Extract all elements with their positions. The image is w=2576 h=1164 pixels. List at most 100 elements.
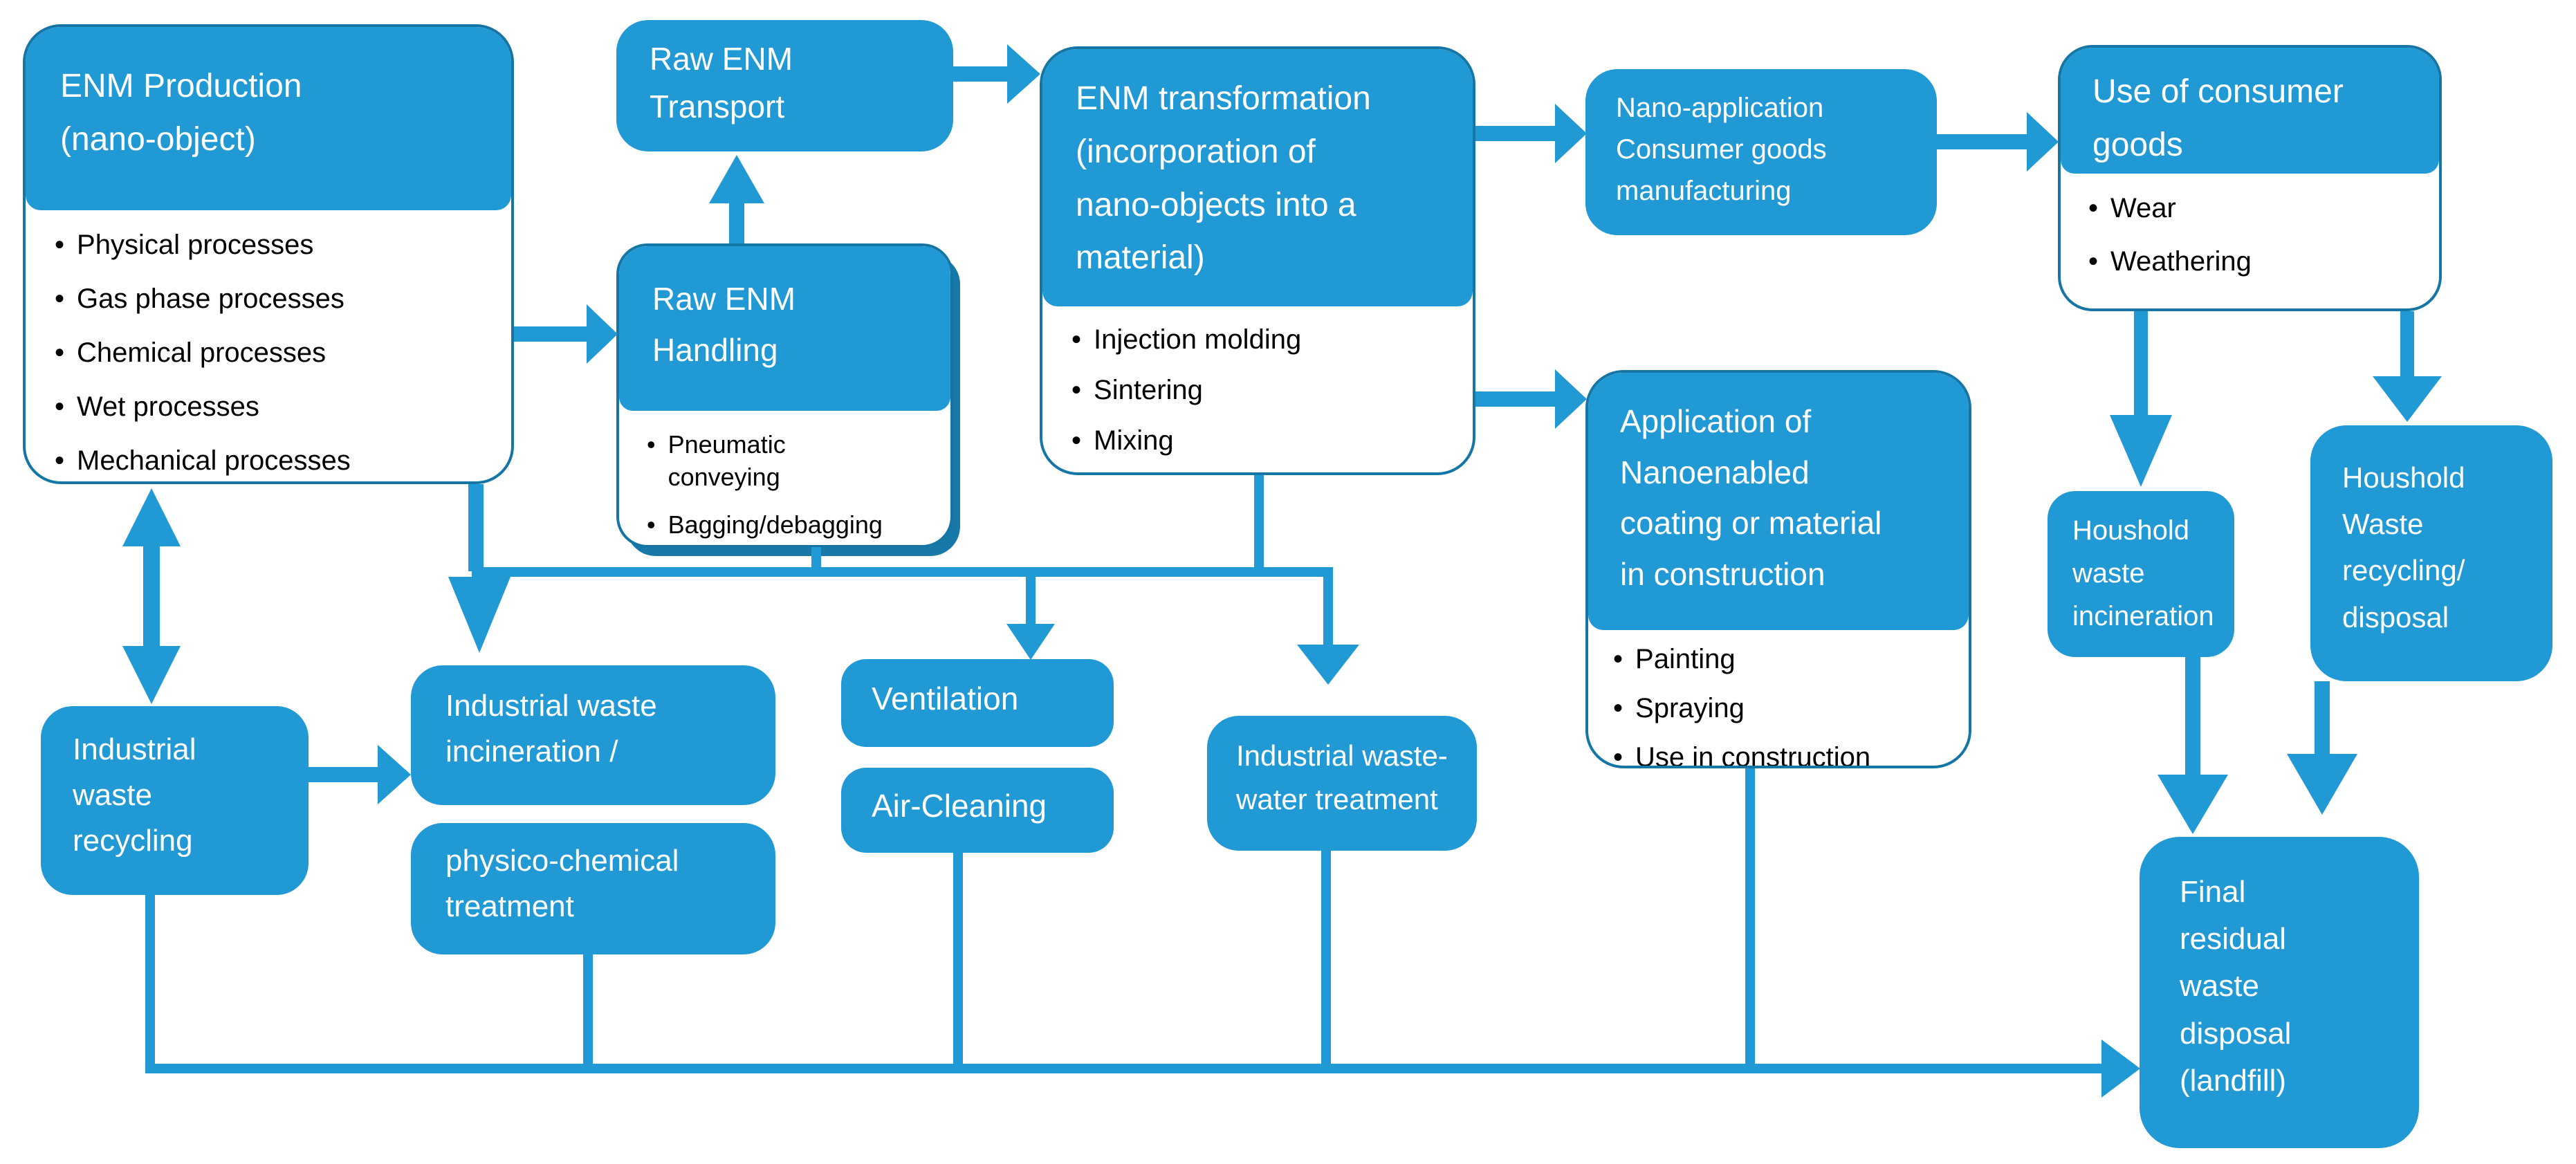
bullet-label: Gas phase processes: [77, 284, 344, 314]
arrow-transport-to-transformation-head: [1007, 44, 1040, 104]
node-air-cleaning: Air-Cleaning: [841, 768, 1114, 853]
node-title: Houshold Waste recycling/ disposal: [2342, 461, 2465, 634]
arrow-nanoapp-to-use-head: [2027, 112, 2059, 172]
arrow-transformation-to-application-head: [1555, 369, 1587, 429]
arrow-recycling-to-incineration-shaft: [309, 767, 378, 782]
node-use-consumer-goods: Use of consumer goods • Wear • Weathering: [2058, 45, 2442, 311]
bullet-label: Pneumatic conveying: [668, 430, 786, 491]
bus-line-bottom: [145, 1064, 2103, 1073]
arrow-housholdrecycling-to-final-shaft: [2315, 681, 2330, 755]
arrow-handling-to-transport-shaft: [729, 201, 744, 243]
bullet-icon: •: [1071, 425, 1082, 456]
connector-aircleaning-drop: [953, 853, 963, 1068]
bullet-label: Physical processes: [77, 230, 314, 260]
node-physico-chemical: physico-chemical treatment: [411, 823, 775, 954]
arrow-handling-to-transport-head: [709, 155, 764, 203]
bullet-icon: •: [647, 430, 656, 459]
node-enm-transformation: ENM transformation (incorporation of nan…: [1040, 46, 1475, 475]
node-title: physico-chemical treatment: [445, 844, 679, 923]
arrow-bus-to-wastewater-head: [1297, 645, 1359, 685]
arrow-housholdincin-to-final-shaft: [2185, 657, 2200, 776]
bullet-icon: •: [55, 391, 65, 422]
node-houshold-recycling: Houshold Waste recycling/ disposal: [2310, 425, 2552, 681]
arrow-bus-to-ventilation-shaft: [1026, 577, 1036, 625]
bullet-label: Mixing: [1094, 425, 1174, 456]
node-waste-water: Industrial waste- water treatment: [1207, 716, 1477, 851]
node-title: Ventilation: [872, 681, 1019, 717]
arrow-bus-to-final-head: [2101, 1040, 2140, 1098]
bullet-icon: •: [1613, 644, 1623, 674]
node-title: ENM transformation (incorporation of nan…: [1076, 80, 1371, 277]
arrow-production-to-handling-shaft: [514, 326, 587, 342]
bullet-label: Chemical processes: [77, 338, 326, 368]
connector-application-drop: [1745, 768, 1755, 1068]
node-title: Use of consumer goods: [2092, 73, 2344, 163]
bullet-label: Weathering: [2110, 246, 2252, 277]
node-enm-production: ENM Production (nano-object) • Physical p…: [23, 24, 514, 484]
node-title: Industrial waste- water treatment: [1236, 739, 1448, 815]
arrow-bus-to-wastewater-shaft: [1323, 577, 1333, 646]
node-ventilation: Ventilation: [841, 659, 1114, 747]
arrow-bus-to-ventilation-head: [1006, 624, 1055, 660]
bullet-icon: •: [1613, 693, 1623, 723]
node-industrial-waste-incineration: Industrial waste incineration /: [411, 665, 775, 805]
connector-production-drop: [468, 484, 484, 571]
node-title: Nano-application Consumer goods manufact…: [1616, 93, 1827, 206]
node-raw-enm-handling: Raw ENM Handling •Pneumatic conveying •B…: [616, 243, 953, 548]
arrow-transformation-to-nanoapp-shaft: [1475, 126, 1555, 141]
connector-recycling-drop: [145, 895, 155, 1068]
bullet-label: Bagging/debagging: [668, 510, 883, 539]
bullet-icon: •: [2088, 246, 2099, 277]
bullet-label: Mechanical processes: [77, 445, 351, 476]
connector-handling-drop: [811, 547, 821, 570]
arrow-production-recycling-head-down: [122, 646, 181, 704]
connector-wastewater-drop: [1321, 851, 1331, 1068]
bullet-label: Spraying: [1635, 693, 1745, 723]
bullet-icon: •: [55, 230, 65, 260]
connector-physico-drop: [583, 953, 593, 1068]
bus-line-top: [472, 567, 1333, 577]
node-title: Raw ENM Handling: [652, 281, 796, 368]
arrow-housholdincin-to-final-head: [2158, 775, 2228, 834]
arrow-housholdrecycling-to-final-head: [2287, 754, 2357, 815]
node-title: Industrial waste incineration /: [445, 689, 657, 768]
arrow-production-recycling-head-up: [122, 488, 181, 546]
arrow-use-to-housholdincin-head: [2110, 415, 2172, 487]
bullet-label: Injection molding: [1094, 324, 1302, 355]
arrow-production-to-handling-head: [587, 304, 618, 364]
arrow-transformation-to-nanoapp-head: [1555, 104, 1587, 163]
bullet-icon: •: [2088, 193, 2099, 223]
node-title: Industrial waste recycling: [73, 732, 196, 858]
node-houshold-incineration: Houshold waste incineration: [2048, 491, 2234, 657]
bullet-label: Wear: [2110, 193, 2176, 223]
arrow-bus-to-incineration-head: [448, 577, 510, 653]
node-title: Air-Cleaning: [872, 788, 1047, 824]
node-industrial-waste-recycling: Industrial waste recycling: [41, 706, 309, 895]
bullet-label: Painting: [1635, 644, 1736, 674]
bullet-label: Use in construction: [1635, 742, 1871, 768]
bullet-icon: •: [1613, 742, 1623, 768]
node-title: Application of Nanoenabled coating or ma…: [1620, 403, 1882, 592]
bullet-icon: •: [1071, 375, 1082, 405]
node-title: Houshold waste incineration: [2072, 515, 2214, 631]
node-title: ENM Production (nano-object): [60, 68, 302, 158]
bullet-icon: •: [55, 338, 65, 368]
arrow-recycling-to-incineration-head: [378, 745, 411, 804]
arrow-nanoapp-to-use-shaft: [1937, 134, 2027, 149]
node-raw-enm-transport: Raw ENM Transport: [616, 20, 953, 151]
node-application-construction: Application of Nanoenabled coating or ma…: [1585, 370, 1971, 768]
arrow-use-to-housholdincin-shaft: [2134, 311, 2148, 416]
bullet-label: Wet processes: [77, 391, 259, 422]
bullet-label: Sintering: [1094, 375, 1203, 405]
bullet-icon: •: [55, 445, 65, 476]
arrow-use-to-housholdrecycling-head: [2373, 376, 2442, 422]
arrow-transport-to-transformation-shaft: [953, 66, 1007, 82]
arrow-use-to-housholdrecycling-shaft: [2400, 311, 2414, 378]
node-nano-application: Nano-application Consumer goods manufact…: [1585, 69, 1937, 235]
bullet-icon: •: [55, 284, 65, 314]
bullet-icon: •: [1071, 324, 1082, 355]
node-title: Final residual waste disposal (landfill): [2180, 875, 2292, 1098]
arrow-transformation-to-application-shaft: [1475, 391, 1555, 407]
node-final-disposal: Final residual waste disposal (landfill): [2140, 837, 2419, 1148]
